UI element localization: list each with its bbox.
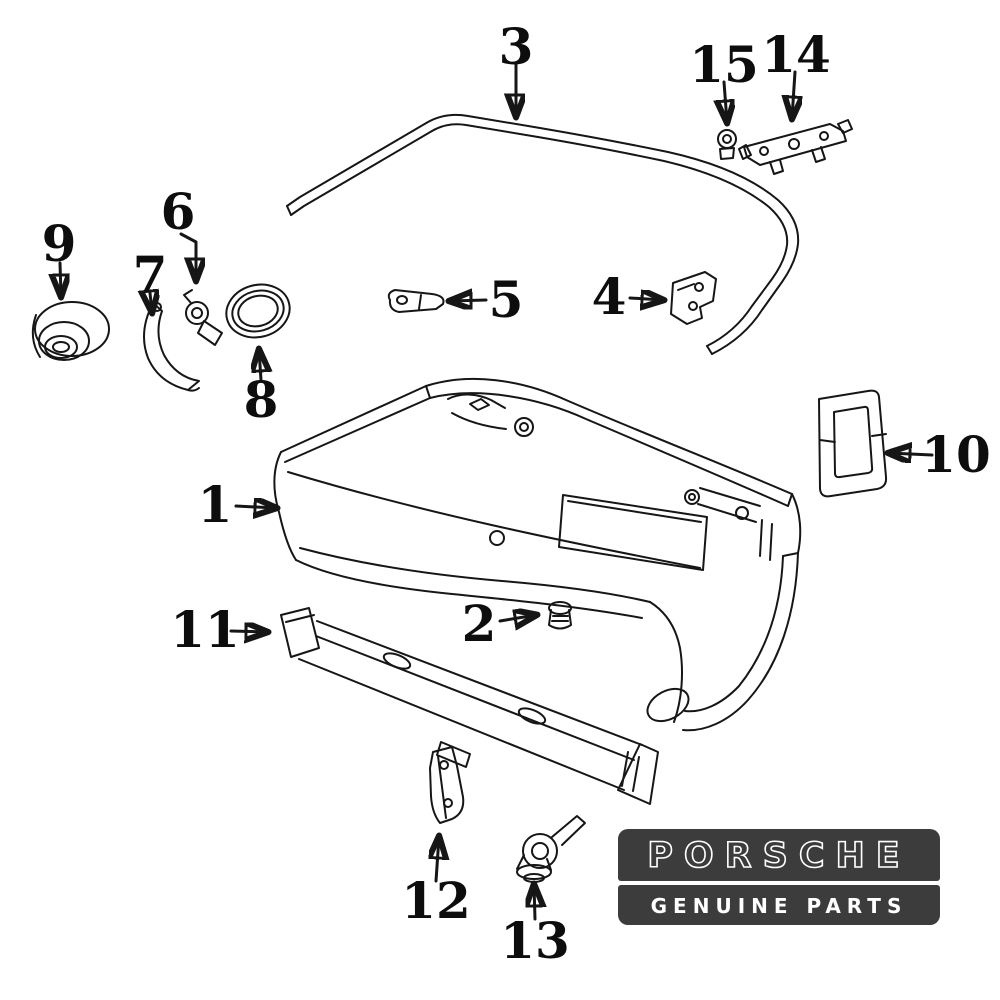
arrow-to-part-14 bbox=[792, 70, 795, 118]
part-3-trim-strip bbox=[286, 113, 800, 355]
brand-text: PORSCHE bbox=[647, 836, 910, 876]
part-12-support-bracket bbox=[429, 746, 465, 824]
arrow-to-part-15 bbox=[724, 80, 727, 122]
part-4-bracket bbox=[670, 271, 717, 325]
part-15-nut bbox=[717, 129, 737, 160]
arrow-to-part-1 bbox=[234, 506, 276, 508]
subtitle-text: GENUINE PARTS bbox=[651, 894, 908, 918]
part-14-mount-bracket bbox=[738, 119, 853, 175]
part-5-clip bbox=[387, 289, 445, 313]
part-9-grommet bbox=[31, 301, 110, 361]
arrow-to-part-5 bbox=[450, 300, 488, 301]
arrow-to-part-7 bbox=[150, 293, 152, 312]
callout-arrows bbox=[60, 62, 934, 921]
genuine-parts-badge: PORSCHE GENUINE PARTS bbox=[618, 829, 940, 925]
arrow-to-part-10 bbox=[889, 453, 934, 455]
part-11-impact-bar bbox=[280, 607, 659, 805]
arrow-to-part-12 bbox=[436, 837, 439, 883]
callout-11: 11 bbox=[170, 600, 240, 659]
part-13-shock-mount bbox=[516, 815, 586, 883]
arrow-to-part-8 bbox=[259, 350, 261, 382]
part-10-bezel bbox=[818, 389, 888, 498]
badge-brand-bar: PORSCHE bbox=[618, 829, 940, 881]
callout-15: 15 bbox=[689, 35, 759, 94]
part-1-bumper-cover bbox=[273, 378, 802, 732]
arrow-to-part-9 bbox=[60, 261, 61, 296]
callout-12: 12 bbox=[401, 871, 471, 930]
callout-1: 1 bbox=[197, 475, 233, 534]
callout-8: 8 bbox=[243, 370, 279, 429]
callout-9: 9 bbox=[41, 214, 77, 273]
arrow-to-part-13 bbox=[534, 885, 535, 921]
arrow-to-part-2 bbox=[498, 615, 536, 621]
badge-subtitle-bar: GENUINE PARTS bbox=[618, 885, 940, 925]
part-8-seal-ring bbox=[225, 283, 291, 339]
part-2-clip-nut bbox=[548, 601, 572, 630]
callout-13: 13 bbox=[500, 911, 570, 970]
callout-6: 6 bbox=[160, 182, 196, 241]
callout-14: 14 bbox=[761, 25, 831, 84]
subtitle-wordmark: GENUINE PARTS bbox=[651, 894, 908, 918]
arrow-to-part-4 bbox=[628, 298, 663, 300]
callout-5: 5 bbox=[488, 270, 524, 329]
arrow-to-part-11 bbox=[229, 631, 267, 632]
callout-10: 10 bbox=[921, 425, 991, 484]
part-7-strap-bracket bbox=[143, 302, 200, 392]
callout-4: 4 bbox=[591, 267, 627, 326]
callout-7: 7 bbox=[132, 245, 168, 304]
brand-wordmark: PORSCHE bbox=[646, 835, 910, 877]
callout-2: 2 bbox=[461, 594, 497, 653]
callout-3: 3 bbox=[498, 17, 534, 76]
arrow-to-part-6 bbox=[179, 232, 196, 280]
part-6-clip bbox=[183, 289, 223, 346]
